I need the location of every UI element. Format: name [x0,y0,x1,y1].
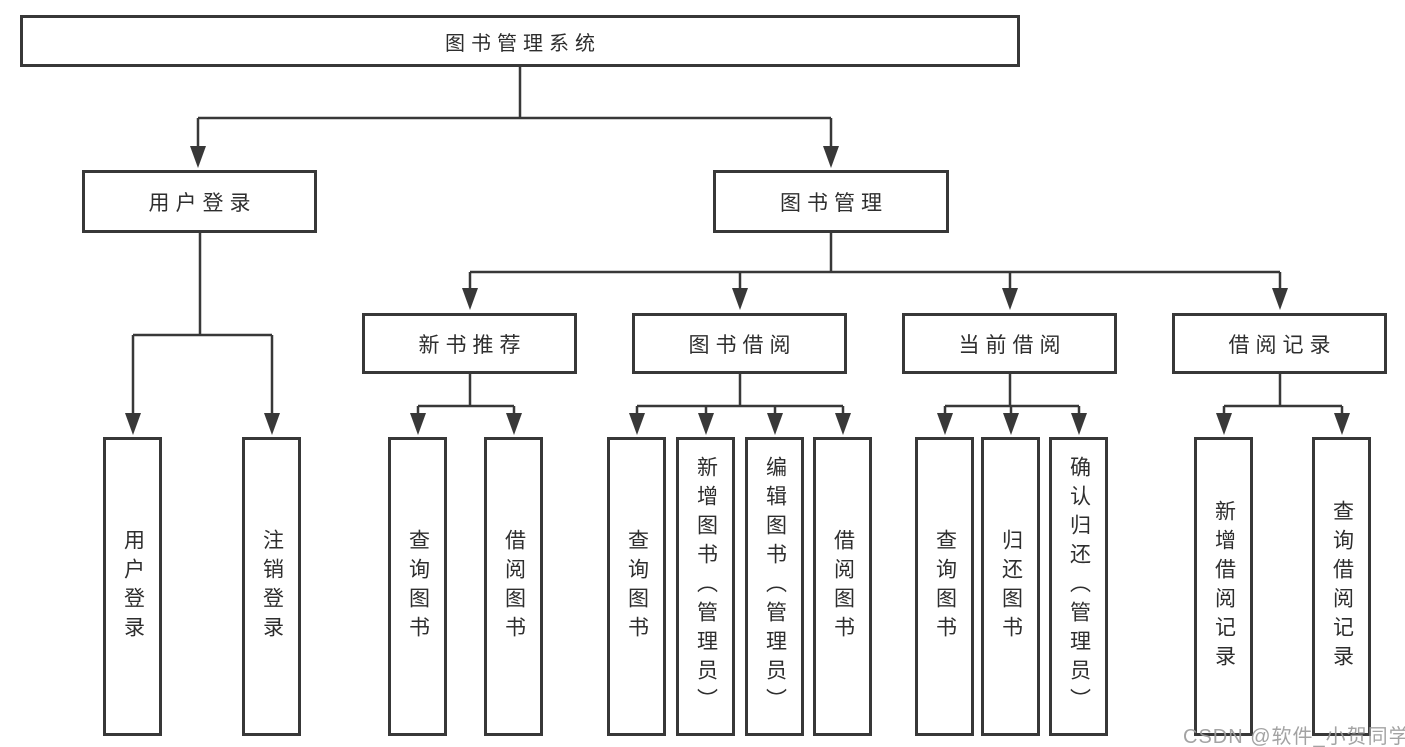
leaf-return-books: 归还图书 [981,437,1040,736]
node-user-login: 用户登录 [82,170,317,233]
leaf-borrow-books-borrowing: 借阅图书 [813,437,872,736]
arrowhead [462,288,478,310]
node-root: 图书管理系统 [20,15,1020,67]
connector-new-book-recommend-to-leaves [410,374,522,435]
leaf-edit-books-admin: 编辑图书（管理员） [745,437,804,736]
node-label: 当前借阅 [958,333,1067,357]
arrowhead [823,146,839,168]
node-borrowing-records: 借阅记录 [1172,313,1387,374]
arrowhead [767,413,783,435]
connector-user-login-to-leaves [125,233,280,435]
leaf-label: 编辑图书（管理员） [763,456,787,717]
arrowhead [125,413,141,435]
node-label: 图书借阅 [688,333,797,357]
connector-borrowing-records-to-leaves [1216,374,1350,435]
leaf-borrow-books-recommend: 借阅图书 [484,437,543,736]
leaf-label: 归还图书 [999,528,1023,645]
node-label: 图书管理系统 [445,32,601,55]
node-new-book-recommend: 新书推荐 [362,313,577,374]
leaf-label: 查询图书 [933,528,957,645]
node-label: 借阅记录 [1228,333,1337,357]
arrowhead [1071,413,1087,435]
leaf-label: 查询图书 [625,528,649,645]
leaf-add-borrow-record: 新增借阅记录 [1194,437,1253,736]
arrowhead [1003,413,1019,435]
arrowhead [264,413,280,435]
leaf-query-books-borrowing: 查询图书 [607,437,666,736]
connector-book-borrowing-to-leaves [629,374,851,435]
arrowhead [506,413,522,435]
connector-current-borrowing-to-leaves [937,374,1087,435]
leaf-logout-login: 注销登录 [242,437,301,736]
leaf-confirm-return-admin: 确认归还（管理员） [1049,437,1108,736]
node-book-management: 图书管理 [713,170,949,233]
connector-root-to-level2 [190,67,839,168]
node-current-borrowing: 当前借阅 [902,313,1117,374]
leaf-label: 确认归还（管理员） [1067,456,1091,717]
node-label: 用户登录 [148,191,257,215]
leaf-label: 用户登录 [121,528,145,645]
arrowhead [1216,413,1232,435]
leaf-label: 新增借阅记录 [1212,499,1236,674]
leaf-query-books-recommend: 查询图书 [388,437,447,736]
arrowhead [1334,413,1350,435]
node-label: 图书管理 [780,191,888,215]
connector-book-management-to-level3 [462,233,1288,310]
arrowhead [937,413,953,435]
leaf-label: 新增图书（管理员） [694,456,718,717]
leaf-query-borrow-record: 查询借阅记录 [1312,437,1371,736]
leaf-label: 查询借阅记录 [1330,499,1354,674]
arrowhead [732,288,748,310]
arrowhead [629,413,645,435]
arrowhead [1002,288,1018,310]
leaf-label: 借阅图书 [502,528,526,645]
arrowhead [190,146,206,168]
leaf-label: 借阅图书 [831,528,855,645]
leaf-add-books-admin: 新增图书（管理员） [676,437,735,736]
node-book-borrowing: 图书借阅 [632,313,847,374]
arrowhead [698,413,714,435]
arrowhead [410,413,426,435]
arrowhead [835,413,851,435]
leaf-user-login: 用户登录 [103,437,162,736]
leaf-query-books-current: 查询图书 [915,437,974,736]
leaf-label: 查询图书 [406,528,430,645]
node-label: 新书推荐 [418,333,527,357]
arrowhead [1272,288,1288,310]
leaf-label: 注销登录 [260,528,284,645]
csdn-watermark: CSDN @软件_小贺同学 [1183,726,1405,747]
